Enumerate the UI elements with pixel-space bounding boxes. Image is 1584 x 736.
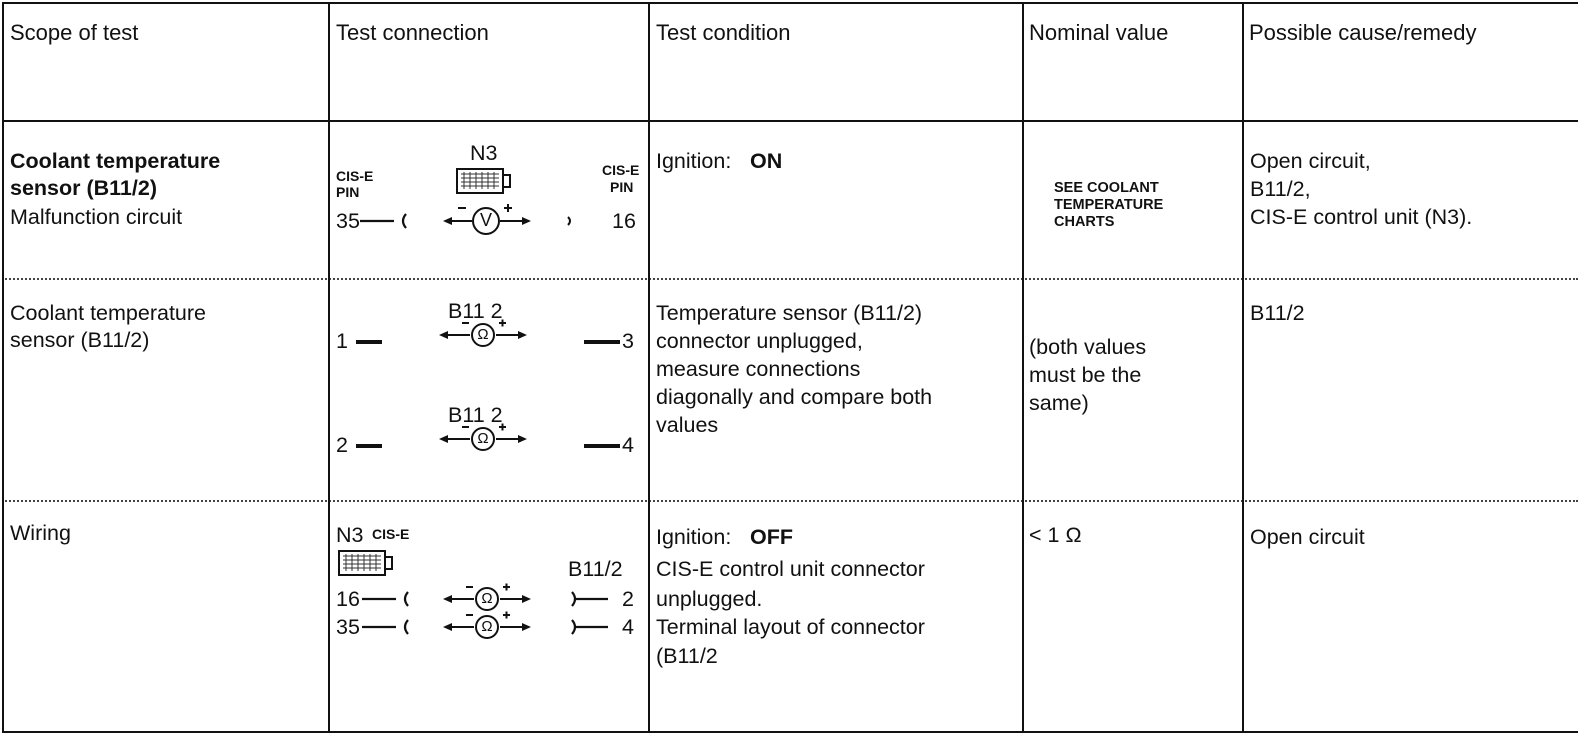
row3-cause: Open circuit: [1250, 525, 1365, 549]
row2-pair1-right-contact: [584, 340, 620, 344]
header-scope: Scope of test: [10, 20, 139, 45]
row1-condition-state: ON: [750, 149, 783, 173]
row2-condition-line3: measure connections: [656, 357, 861, 381]
header-cause: Possible cause/remedy: [1249, 20, 1477, 45]
row3-top-left-small: CIS-E: [372, 526, 410, 542]
row2-nominal-line3: same): [1029, 391, 1089, 415]
row3-condition-line4: (B11/2: [656, 644, 718, 668]
row1-left-pin: 35: [336, 209, 360, 233]
row2-scope-line1: Coolant temperature: [10, 301, 206, 325]
row1-left-plug-icon: [360, 213, 407, 229]
row2-pair2-left-contact: [356, 444, 382, 448]
row3-pair1-left-pin: 16: [336, 587, 360, 611]
ohmmeter-symbol: Ω: [477, 430, 489, 447]
row2-scope-line2: sensor (B11/2): [10, 328, 150, 352]
row1-right-label-2: PIN: [610, 179, 634, 195]
ohmmeter-icon: [439, 423, 527, 451]
row2-condition-line4: diagonally and compare both: [656, 385, 933, 409]
voltmeter-symbol: V: [479, 210, 492, 230]
row3-pair2-left-pin: 35: [336, 615, 360, 639]
row1-left-label-1: CIS-E: [336, 168, 374, 184]
header-connection: Test connection: [336, 20, 489, 45]
row3-pair2-right-plug: [571, 619, 608, 635]
row1-nominal-line2: TEMPERATURE: [1054, 197, 1164, 213]
header-nominal: Nominal value: [1029, 20, 1169, 45]
row1-scope-line1: Coolant temperature: [10, 149, 221, 173]
header-condition: Test condition: [656, 20, 791, 45]
row1-cause-line3: CIS-E control unit (N3).: [1250, 205, 1473, 229]
row3-pair1-right-pin: 2: [622, 587, 634, 611]
ohmmeter-symbol: Ω: [481, 618, 493, 635]
table-left-border: [2, 2, 4, 733]
row-divider-1: [2, 278, 1578, 280]
row2-condition-line1: Temperature sensor (B11/2): [656, 301, 923, 325]
row3-right-label: B11/2: [568, 557, 623, 581]
row2-pair1-label: B11 2: [448, 299, 503, 323]
row3-condition-line1: CIS-E control unit connector: [656, 557, 925, 581]
ohmmeter-symbol: Ω: [481, 590, 493, 607]
voltmeter-icon: [443, 204, 531, 235]
row1-cause-line2: B11/2,: [1250, 177, 1311, 201]
row2-pair2-right-pin: 4: [622, 433, 634, 457]
row1-right-label-1: CIS-E: [602, 162, 640, 178]
ohmmeter-symbol: Ω: [477, 326, 489, 343]
row2-pair1-left-contact: [356, 340, 382, 344]
row1-right-plug-icon: [567, 216, 571, 226]
row1-right-pin: 16: [612, 209, 636, 233]
table-bottom-border: [2, 731, 1578, 733]
row3-nominal: < 1 Ω: [1029, 523, 1082, 547]
row3-pair1-right-plug: [571, 591, 608, 607]
row2-pair1-right-pin: 3: [622, 329, 634, 353]
table-top-border: [2, 2, 1578, 4]
row2-pair2-label: B11 2: [448, 403, 503, 427]
col-divider-1: [328, 2, 330, 733]
row3-top-left-label: N3: [336, 523, 364, 547]
row1-connector-icon: [456, 168, 511, 194]
row2-pair2-left-pin: 2: [336, 433, 348, 457]
row2-condition-line2: connector unplugged,: [656, 329, 863, 353]
row1-condition-prefix: Ignition:: [656, 149, 732, 173]
row1-left-label-2: PIN: [336, 184, 360, 200]
row1-cause-line1: Open circuit,: [1250, 149, 1371, 173]
row3-pair1-left-plug: [362, 591, 409, 607]
row2-pair2-right-contact: [584, 444, 620, 448]
row1-scope-line3: Malfunction circuit: [10, 205, 183, 229]
row3-condition-state: OFF: [750, 525, 793, 549]
row3-condition-line3: Terminal layout of connector: [656, 615, 925, 639]
row2-nominal-line2: must be the: [1029, 363, 1142, 387]
row2-cause: B11/2: [1250, 301, 1305, 325]
row3-pair2-right-pin: 4: [622, 615, 634, 639]
header-bottom-border: [2, 120, 1578, 122]
row-divider-2: [2, 500, 1578, 502]
row3-condition-prefix: Ignition:: [656, 525, 732, 549]
row3-pair2-left-plug: [362, 619, 409, 635]
ohmmeter-icon: [443, 611, 531, 639]
row1-top-label: N3: [470, 141, 498, 165]
row2-nominal-line1: (both values: [1029, 335, 1147, 359]
row1-scope-line2: sensor (B11/2): [10, 176, 157, 200]
row1-nominal-line3: CHARTS: [1054, 214, 1115, 230]
row3-scope: Wiring: [10, 521, 71, 545]
row1-nominal-line1: SEE COOLANT: [1054, 180, 1159, 196]
col-divider-4: [1242, 2, 1244, 733]
row3-condition-line2: unplugged.: [656, 587, 763, 611]
ohmmeter-icon: [439, 319, 527, 347]
row2-condition-line5: values: [656, 413, 719, 437]
row2-pair1-left-pin: 1: [336, 329, 348, 353]
row3-connector-icon: [338, 550, 393, 576]
col-divider-3: [1022, 2, 1024, 733]
col-divider-2: [648, 2, 650, 733]
ohmmeter-icon: [443, 583, 531, 611]
